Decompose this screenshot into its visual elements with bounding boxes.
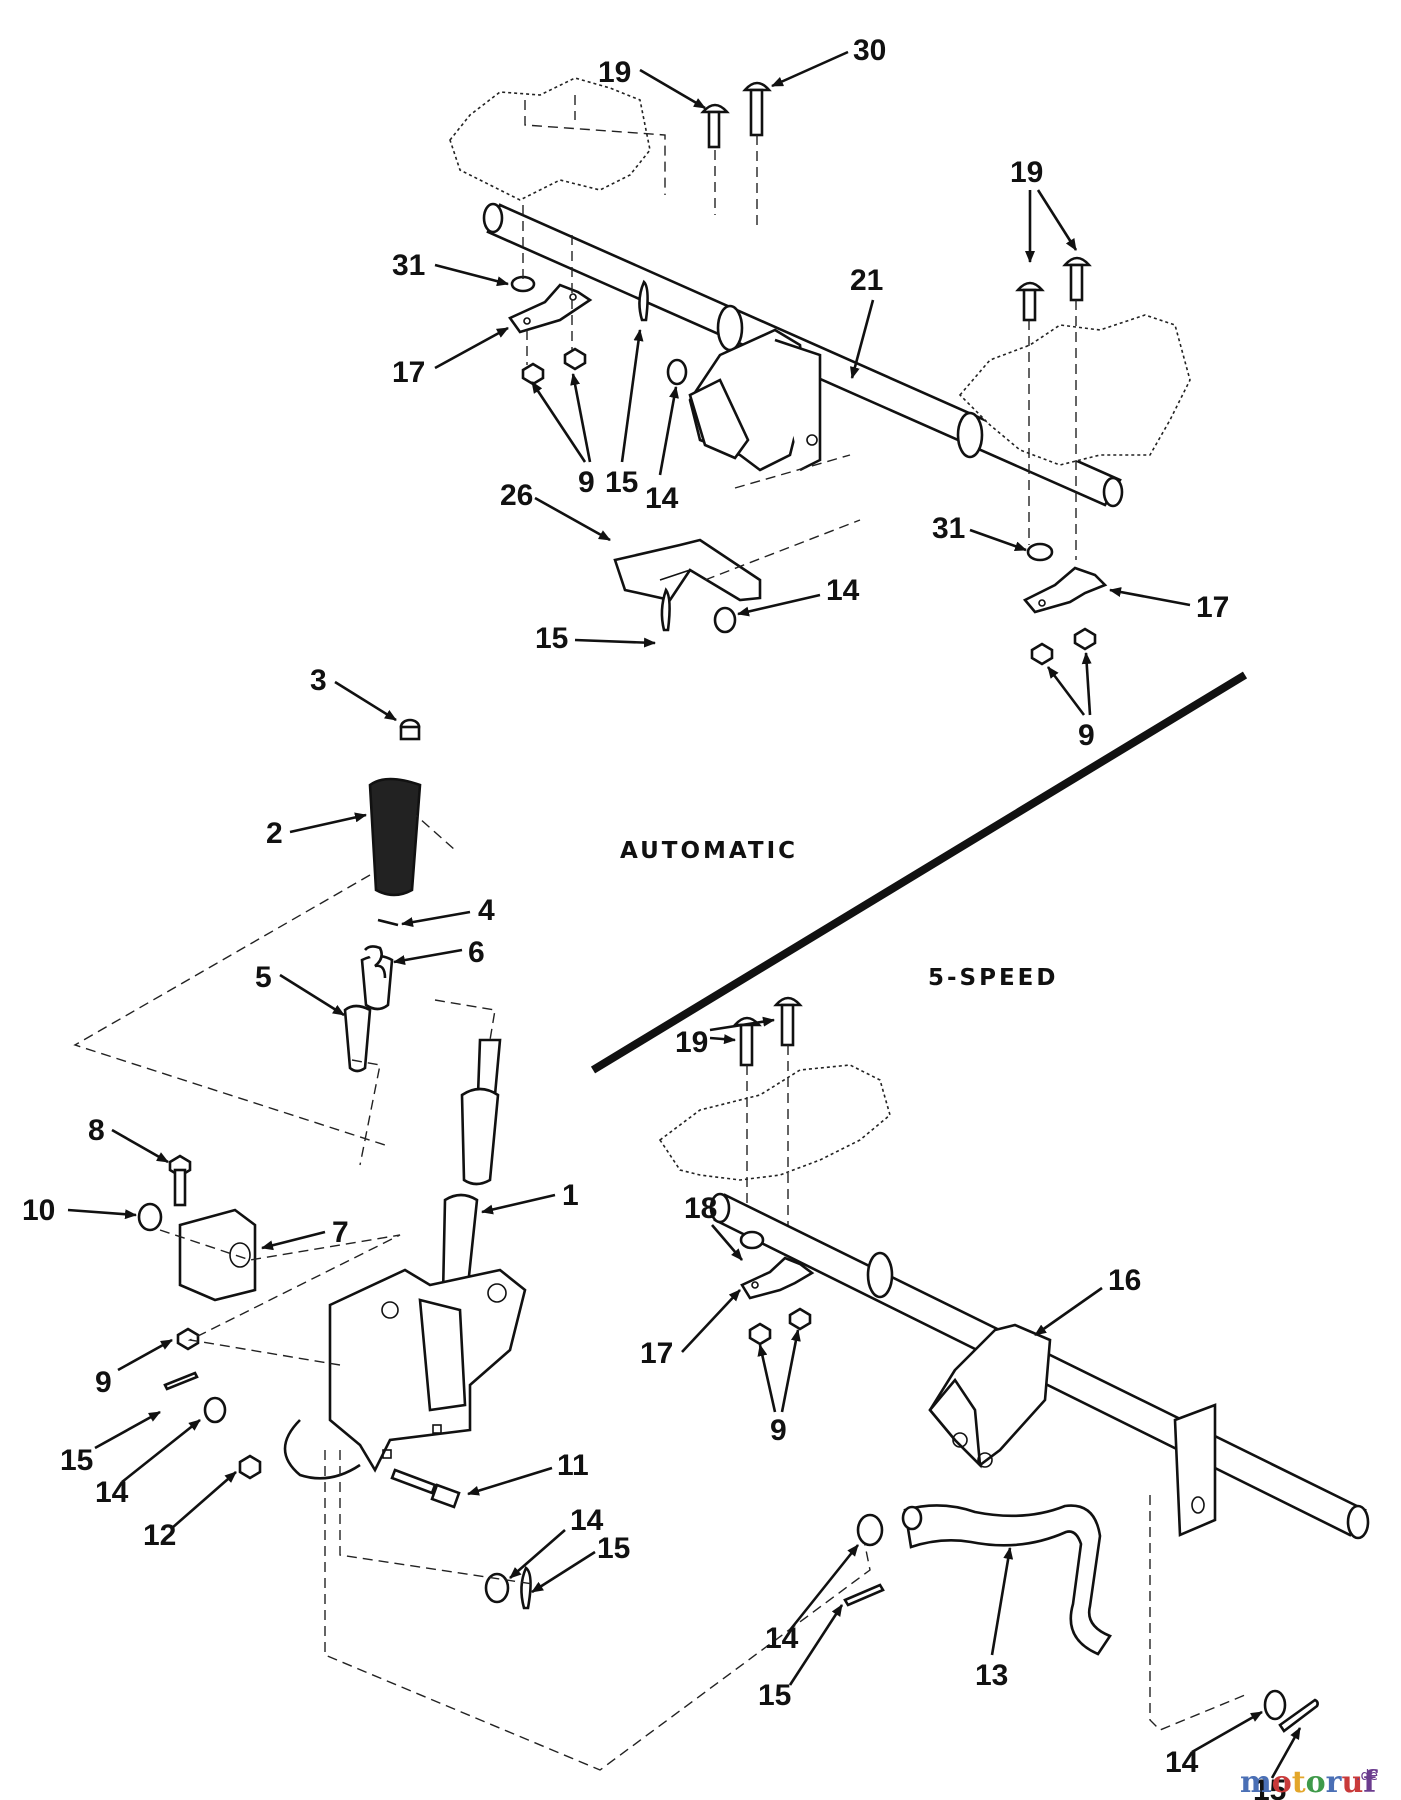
frame-plate-5speed bbox=[658, 1064, 891, 1181]
callout-21: 21 bbox=[850, 264, 883, 297]
cotter-pin-15f bbox=[1278, 1698, 1319, 1733]
watermark-suffix: .de bbox=[1356, 1768, 1378, 1784]
strap-17-5speed bbox=[739, 1230, 815, 1346]
callout-30: 30 bbox=[853, 34, 886, 67]
cotter-pin-15d bbox=[520, 1565, 532, 1610]
callout-17-5speed: 17 bbox=[640, 1337, 673, 1370]
callout-6: 6 bbox=[468, 936, 485, 969]
shift-lever-1 bbox=[434, 999, 502, 1300]
callout-9-right: 9 bbox=[1078, 719, 1095, 752]
callout-14-center: 14 bbox=[570, 1504, 604, 1537]
carriage-bolts-19-right bbox=[1015, 256, 1092, 560]
bolt-11 bbox=[390, 1468, 461, 1509]
automatic-assembly bbox=[73, 77, 1191, 1166]
callout-9-5speed: 9 bbox=[770, 1414, 787, 1447]
lever-bracket bbox=[688, 328, 822, 472]
callout-11: 11 bbox=[557, 1449, 589, 1482]
svg-text:motoruf: motoruf bbox=[1240, 1765, 1378, 1800]
washer-14c bbox=[203, 1396, 227, 1424]
bolt-8 bbox=[168, 1154, 192, 1207]
callout-15-top: 15 bbox=[605, 466, 638, 499]
callout-16: 16 bbox=[1108, 1264, 1141, 1297]
callout-14-link: 14 bbox=[826, 574, 860, 607]
callout-15-link: 15 bbox=[535, 622, 568, 655]
nut-9-bracket bbox=[176, 1327, 200, 1351]
callout-3: 3 bbox=[310, 664, 327, 697]
shift-rod-13 bbox=[901, 1504, 1112, 1656]
callout-9-bracket: 9 bbox=[95, 1366, 112, 1399]
callout-15-right: 15 bbox=[1253, 1774, 1286, 1800]
callout-31-left: 31 bbox=[392, 249, 425, 282]
section-divider bbox=[590, 671, 1248, 1074]
cotter-pin-15c bbox=[163, 1371, 199, 1391]
frame-plate-right bbox=[958, 314, 1191, 466]
callout-4: 4 bbox=[478, 894, 495, 927]
cotter-pin-15a bbox=[638, 279, 649, 322]
callout-15-rod: 15 bbox=[758, 1679, 791, 1712]
callout-1: 1 bbox=[562, 1179, 579, 1212]
washer-14d bbox=[484, 1572, 510, 1604]
bracket-7 bbox=[178, 1208, 257, 1302]
washer-14f bbox=[1263, 1689, 1287, 1721]
callout-5: 5 bbox=[255, 961, 272, 994]
callout-15-left: 15 bbox=[60, 1444, 93, 1477]
callout-10: 10 bbox=[22, 1194, 55, 1227]
watermark: motoruf .de bbox=[1240, 1765, 1378, 1800]
callout-12: 12 bbox=[143, 1519, 176, 1552]
link-26 bbox=[613, 454, 861, 634]
callout-19-top: 19 bbox=[598, 56, 631, 89]
cotter-pin-15e bbox=[843, 1583, 885, 1607]
lock-washer-10 bbox=[137, 1202, 163, 1232]
strap-17-left bbox=[508, 205, 593, 386]
callout-19-5speed: 19 bbox=[675, 1026, 708, 1059]
knob-assembly bbox=[343, 718, 422, 1073]
callout-7: 7 bbox=[332, 1216, 349, 1249]
callout-13: 13 bbox=[975, 1659, 1008, 1692]
five-speed-assembly bbox=[137, 996, 1370, 1771]
washer-14e bbox=[856, 1513, 884, 1547]
callout-14-top: 14 bbox=[645, 482, 679, 515]
callout-26: 26 bbox=[500, 479, 533, 512]
carriage-bolt-30 bbox=[742, 81, 772, 225]
frame-plate-top bbox=[449, 77, 651, 201]
strap-17-right bbox=[1022, 542, 1108, 666]
carriage-bolt-19-top bbox=[700, 103, 730, 215]
callout-15-center: 15 bbox=[597, 1532, 630, 1565]
section-label-5-speed: 5-SPEED bbox=[928, 965, 1059, 991]
section-label-automatic: AUTOMATIC bbox=[620, 838, 798, 864]
shift-arm-bracket bbox=[928, 1323, 1217, 1537]
callout-17-left: 17 bbox=[392, 356, 425, 389]
callouts: 19 30 31 17 9 15 14 21 19 26 14 15 31 17… bbox=[22, 34, 1302, 1800]
callout-17-right: 17 bbox=[1196, 591, 1229, 624]
callout-31-right: 31 bbox=[932, 512, 965, 545]
callout-8: 8 bbox=[88, 1114, 105, 1147]
shift-plate bbox=[283, 1268, 527, 1480]
callout-18: 18 bbox=[684, 1192, 717, 1225]
nut-12 bbox=[238, 1454, 262, 1480]
callout-9-left: 9 bbox=[578, 466, 595, 499]
washer-14a bbox=[666, 358, 688, 386]
callout-19-right: 19 bbox=[1010, 156, 1043, 189]
callout-2: 2 bbox=[266, 817, 283, 850]
